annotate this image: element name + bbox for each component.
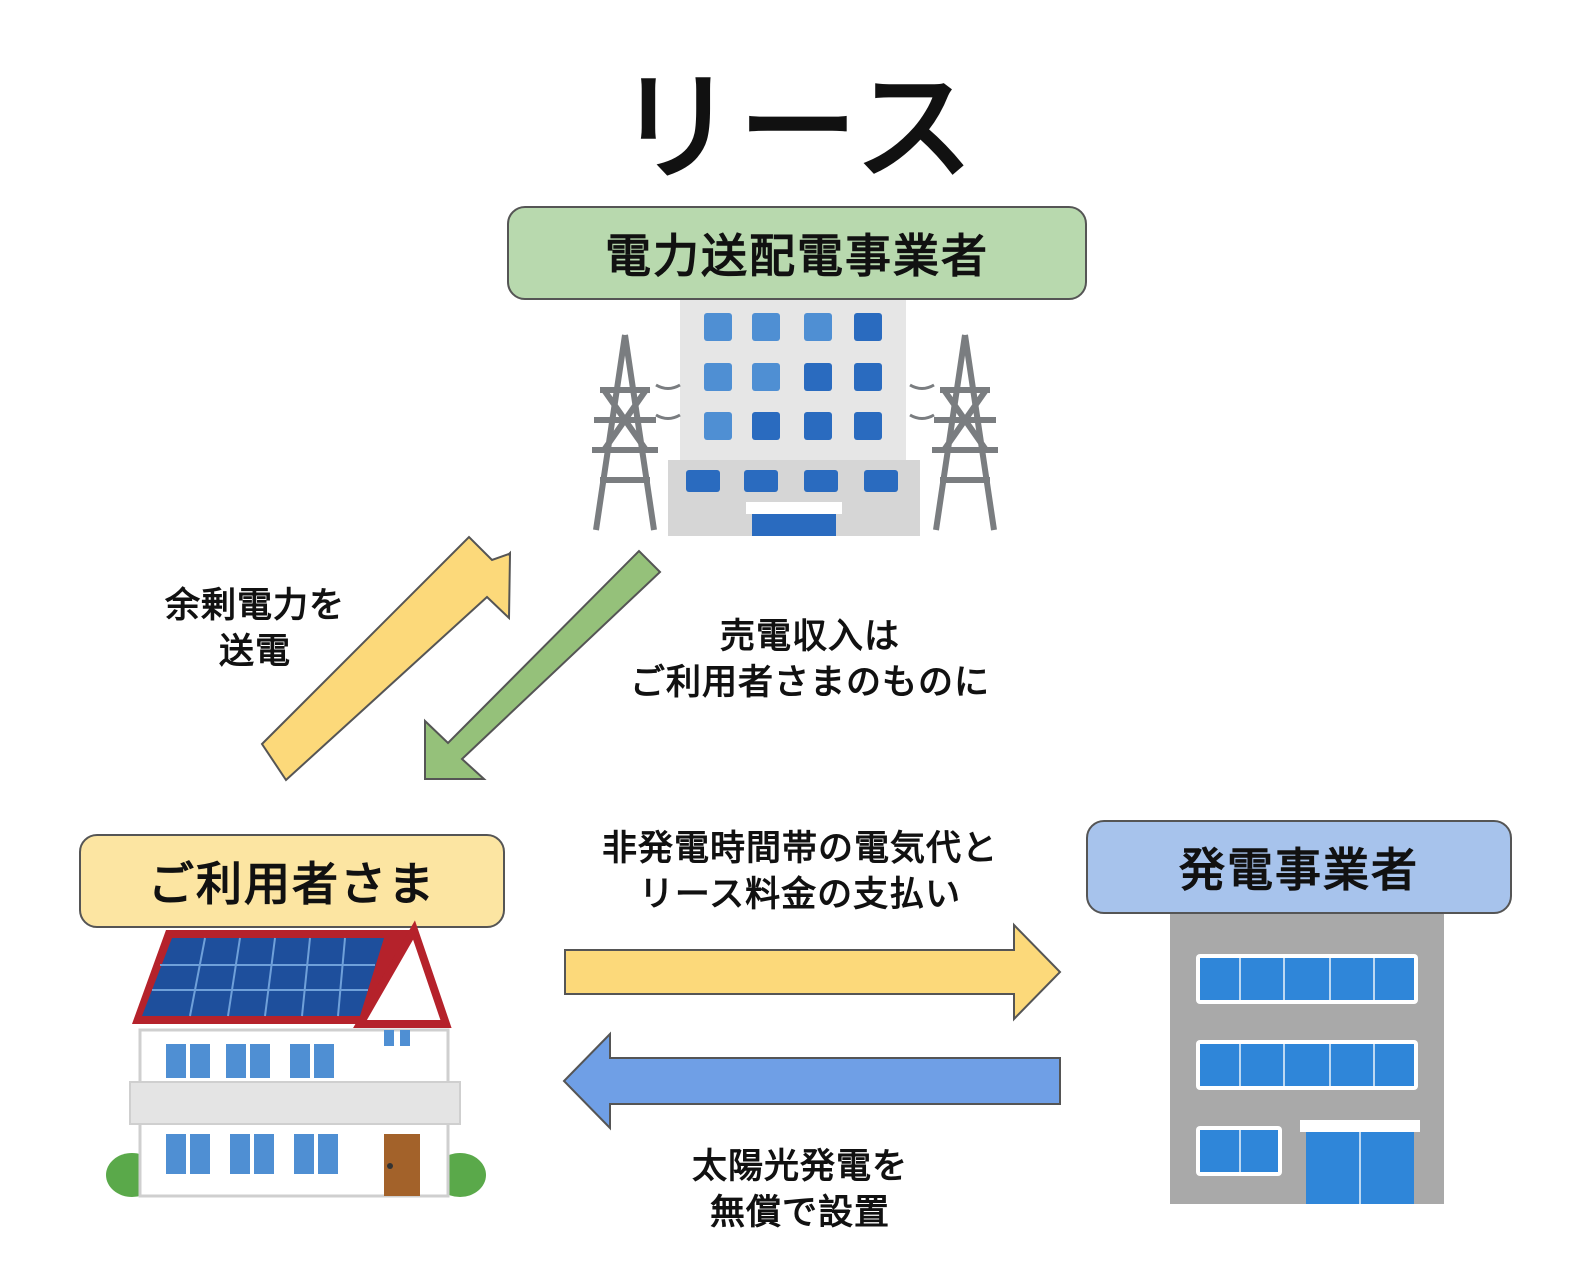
power-building-icon <box>668 300 920 536</box>
sales-income-line2: ご利用者さまのものに <box>629 663 990 703</box>
transmission-tower-icon <box>592 334 998 531</box>
grid-operator-box: 電力送配電事業者 <box>507 206 1087 300</box>
surplus-power-label: 余剰電力を 送電 <box>140 583 370 675</box>
payment-line1: 非発電時間帯の電気代と <box>601 829 998 869</box>
payment-line2: リース料金の支払い <box>638 875 962 915</box>
payment-arrow <box>564 922 1062 1022</box>
surplus-power-arrow <box>260 535 511 782</box>
surplus-power-line1: 余剰電力を <box>164 586 345 626</box>
sales-income-label: 売電収入は ご利用者さまのものに <box>600 614 1020 706</box>
user-box: ご利用者さま <box>79 834 505 928</box>
installation-line1: 太陽光発電を <box>691 1147 908 1187</box>
payment-label: 非発電時間帯の電気代と リース料金の支払い <box>560 826 1040 918</box>
installation-line2: 無償で設置 <box>709 1193 890 1233</box>
installation-label: 太陽光発電を 無償で設置 <box>660 1144 940 1236</box>
power-company-box: 発電事業者 <box>1086 820 1512 914</box>
installation-arrow <box>562 1031 1061 1131</box>
surplus-power-line2: 送電 <box>218 632 291 672</box>
office-building-icon <box>1170 914 1444 1204</box>
sales-income-arrow <box>424 549 662 780</box>
sales-income-line1: 売電収入は <box>719 617 900 657</box>
solar-house-icon <box>106 920 486 1198</box>
diagram-title: リース <box>616 59 978 197</box>
